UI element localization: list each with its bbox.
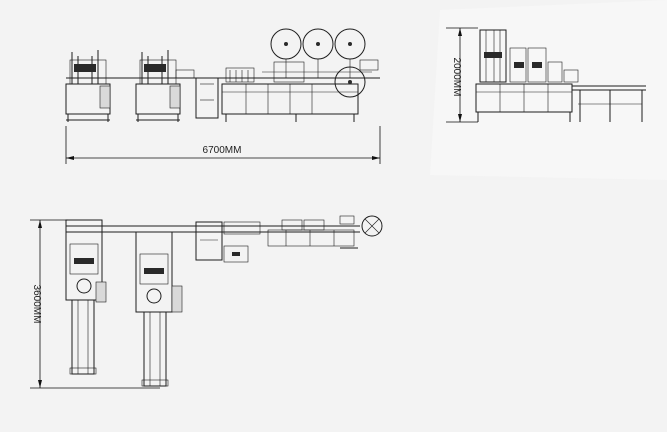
width-dimension: [30, 219, 160, 389]
length-label: 6700MM: [203, 145, 242, 156]
front-elevation-view: 6700MM: [65, 28, 381, 164]
plan-control-cabinet: [195, 221, 223, 261]
front-material-reels: [270, 28, 366, 98]
plan-reel: [361, 215, 383, 237]
front-conveyor-frame: [221, 61, 372, 122]
front-control-cabinet: [195, 77, 219, 119]
side-elevation-view: 2000MM: [446, 27, 646, 123]
plan-station-1: [65, 219, 107, 375]
height-label: 2000MM: [451, 58, 462, 97]
length-dimension: [65, 126, 381, 164]
plan-conveyor: [267, 215, 358, 249]
front-station-2: [135, 50, 195, 122]
height-dimension: [446, 27, 478, 123]
front-station-1: [65, 50, 111, 122]
width-label: 3600MM: [31, 285, 42, 324]
plan-station-2: [135, 231, 183, 387]
plan-view: 3600MM: [30, 215, 383, 389]
